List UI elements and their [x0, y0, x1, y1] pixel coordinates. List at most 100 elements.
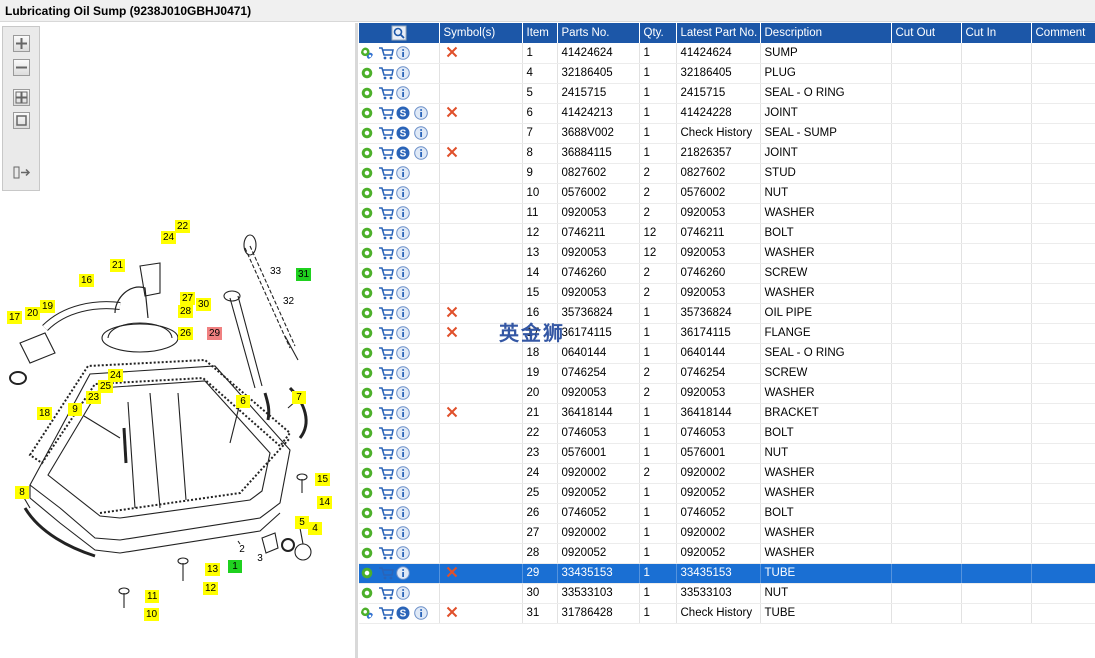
cart-icon[interactable]	[378, 386, 394, 400]
gear-icon[interactable]	[361, 367, 373, 379]
column-header-cut-in[interactable]: Cut In	[961, 23, 1032, 43]
cart-icon[interactable]	[378, 606, 394, 620]
gear-icon[interactable]	[361, 67, 373, 79]
gear-icon[interactable]	[361, 287, 373, 299]
callout-3[interactable]: 3	[257, 553, 263, 564]
gear-icon[interactable]	[361, 607, 373, 619]
cart-icon[interactable]	[378, 586, 394, 600]
cart-icon[interactable]	[378, 166, 394, 180]
cart-icon[interactable]	[378, 226, 394, 240]
supersession-icon[interactable]: S	[396, 606, 410, 620]
fit-window-button[interactable]	[13, 112, 30, 129]
cart-icon[interactable]	[378, 506, 394, 520]
callout-6[interactable]: 6	[236, 395, 250, 408]
info-icon[interactable]	[414, 146, 428, 160]
column-header-cut-out[interactable]: Cut Out	[891, 23, 962, 43]
cart-icon[interactable]	[378, 406, 394, 420]
info-icon[interactable]	[396, 366, 410, 380]
supersession-icon[interactable]: S	[396, 106, 410, 120]
cart-icon[interactable]	[378, 546, 394, 560]
gear-icon[interactable]	[361, 46, 373, 59]
fit-all-button[interactable]	[13, 89, 30, 106]
info-icon[interactable]	[396, 45, 410, 60]
column-header-find[interactable]	[359, 23, 440, 43]
column-header-item[interactable]: Item	[522, 23, 558, 43]
callout-32[interactable]: 32	[283, 296, 295, 307]
info-icon[interactable]	[396, 206, 410, 220]
callout-30[interactable]: 30	[196, 298, 212, 311]
callout-9[interactable]: 9	[68, 403, 82, 416]
callout-28[interactable]: 28	[178, 305, 194, 318]
callout-15[interactable]: 15	[315, 473, 331, 486]
callout-10[interactable]: 10	[144, 608, 160, 621]
callout-27[interactable]: 27	[180, 292, 196, 305]
info-icon[interactable]	[396, 386, 410, 400]
callout-25[interactable]: 25	[98, 380, 114, 393]
callout-12[interactable]: 12	[203, 582, 219, 595]
cart-icon[interactable]	[378, 466, 394, 480]
cart-icon[interactable]	[378, 126, 394, 140]
info-icon[interactable]	[396, 486, 410, 500]
gear-icon[interactable]	[361, 427, 373, 439]
gear-icon[interactable]	[361, 587, 373, 599]
cart-icon[interactable]	[378, 566, 394, 580]
callout-17[interactable]: 17	[7, 311, 23, 324]
cart-icon[interactable]	[378, 366, 394, 380]
gear-icon[interactable]	[361, 267, 373, 279]
supersession-icon[interactable]: S	[396, 126, 410, 140]
gear-icon[interactable]	[361, 127, 373, 139]
gear-icon[interactable]	[361, 167, 373, 179]
gear-icon[interactable]	[361, 447, 373, 459]
column-header-comment[interactable]: Comment	[1031, 23, 1095, 43]
callout-18[interactable]: 18	[37, 407, 53, 420]
info-icon[interactable]	[396, 226, 410, 240]
cart-icon[interactable]	[378, 146, 394, 160]
cart-icon[interactable]	[378, 66, 394, 80]
callout-22[interactable]: 22	[175, 220, 191, 233]
gear-icon[interactable]	[361, 227, 373, 239]
gear-icon[interactable]	[361, 407, 373, 419]
cart-icon[interactable]	[378, 86, 394, 100]
info-icon[interactable]	[396, 326, 410, 340]
info-icon[interactable]	[396, 566, 410, 580]
callout-23[interactable]: 23	[86, 391, 102, 404]
callout-4[interactable]: 4	[308, 522, 322, 535]
info-icon[interactable]	[396, 426, 410, 440]
gear-icon[interactable]	[361, 487, 373, 499]
zoom-in-button[interactable]	[13, 35, 30, 52]
info-icon[interactable]	[396, 406, 410, 420]
callout-20[interactable]: 20	[25, 307, 41, 320]
info-icon[interactable]	[396, 166, 410, 180]
info-icon[interactable]	[396, 246, 410, 260]
column-header-latest-part-no[interactable]: Latest Part No.	[676, 23, 761, 43]
cart-icon[interactable]	[378, 46, 394, 60]
info-icon[interactable]	[396, 586, 410, 600]
callout-33[interactable]: 33	[270, 266, 282, 277]
gear-icon[interactable]	[361, 147, 373, 159]
expand-pane-button[interactable]	[13, 165, 31, 182]
info-icon[interactable]	[396, 506, 410, 520]
column-header-description[interactable]: Description	[760, 23, 892, 43]
callout-1[interactable]: 1	[228, 560, 242, 573]
